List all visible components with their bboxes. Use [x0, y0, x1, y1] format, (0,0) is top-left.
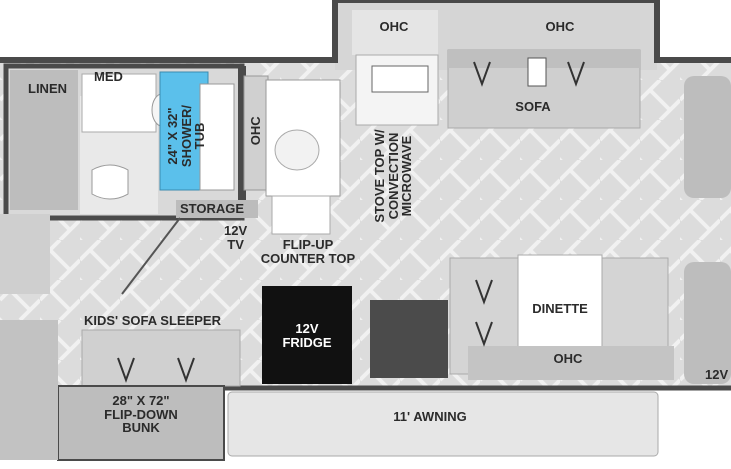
flip-up-counter: [271, 195, 331, 235]
tv-label: 12V TV: [224, 223, 248, 252]
ohc-top-left-label: OHC: [379, 19, 409, 34]
bunk: [57, 385, 225, 461]
awning-label: 11' AWNING: [393, 409, 467, 424]
ohc-dinette-label: OHC: [553, 351, 583, 366]
shower-seat: [199, 83, 235, 191]
rear-room: [0, 320, 58, 460]
bath-ohc: [243, 75, 269, 191]
sofa-label: SOFA: [515, 99, 551, 114]
cab-seat-bottom: [684, 262, 731, 384]
bath-divider: [238, 66, 246, 218]
awning: [227, 391, 659, 457]
counter-label: FLIP-UP COUNTER TOP: [260, 237, 356, 266]
dinette-ohc: [468, 346, 674, 380]
shower-tub-label: 24" X 32" SHOWER/ TUB: [165, 104, 208, 168]
tv-right-label: 12V: [705, 367, 729, 382]
outer-wall: [0, 0, 731, 63]
fridge-label: 12V FRIDGE: [282, 321, 332, 350]
sink-counter: [81, 73, 157, 133]
entry-steps: [370, 300, 448, 378]
galley-sink: [274, 129, 320, 171]
sofa-belt-2: [567, 61, 585, 87]
stove-top: [371, 65, 429, 93]
sofa-table: [527, 57, 547, 87]
linen-cabinet: [10, 70, 78, 210]
kids-belt-2: [177, 357, 195, 383]
kids-sofa-label: KIDS' SOFA SLEEPER: [84, 313, 221, 328]
med-label: MED: [94, 69, 123, 84]
toilet: [91, 164, 129, 200]
bunk-label: 28" X 72" FLIP-DOWN BUNK: [104, 393, 178, 436]
cab-seat-top: [684, 76, 731, 198]
sofa-belt-1: [473, 61, 491, 87]
storage-label: STORAGE: [180, 201, 245, 216]
ohc-bath-label: OHC: [248, 116, 264, 146]
top-ohc-right: [450, 10, 640, 55]
fridge: [262, 286, 352, 384]
stove-label: STOVE TOP W/ CONVECTION MICROWAVE: [372, 129, 415, 223]
rear-bed: [0, 214, 50, 294]
linen-label: LINEN: [28, 81, 67, 96]
ohc-top-right-label: OHC: [545, 19, 575, 34]
dinette-belt-1: [475, 279, 493, 305]
kids-belt-1: [117, 357, 135, 383]
kids-sofa: [81, 329, 241, 387]
dinette-label: DINETTE: [532, 301, 588, 316]
storage: [176, 200, 258, 218]
door-swing: [121, 217, 181, 295]
dinette-belt-2: [475, 321, 493, 347]
dinette-table: [517, 254, 603, 348]
top-ohc-left: [352, 10, 438, 55]
